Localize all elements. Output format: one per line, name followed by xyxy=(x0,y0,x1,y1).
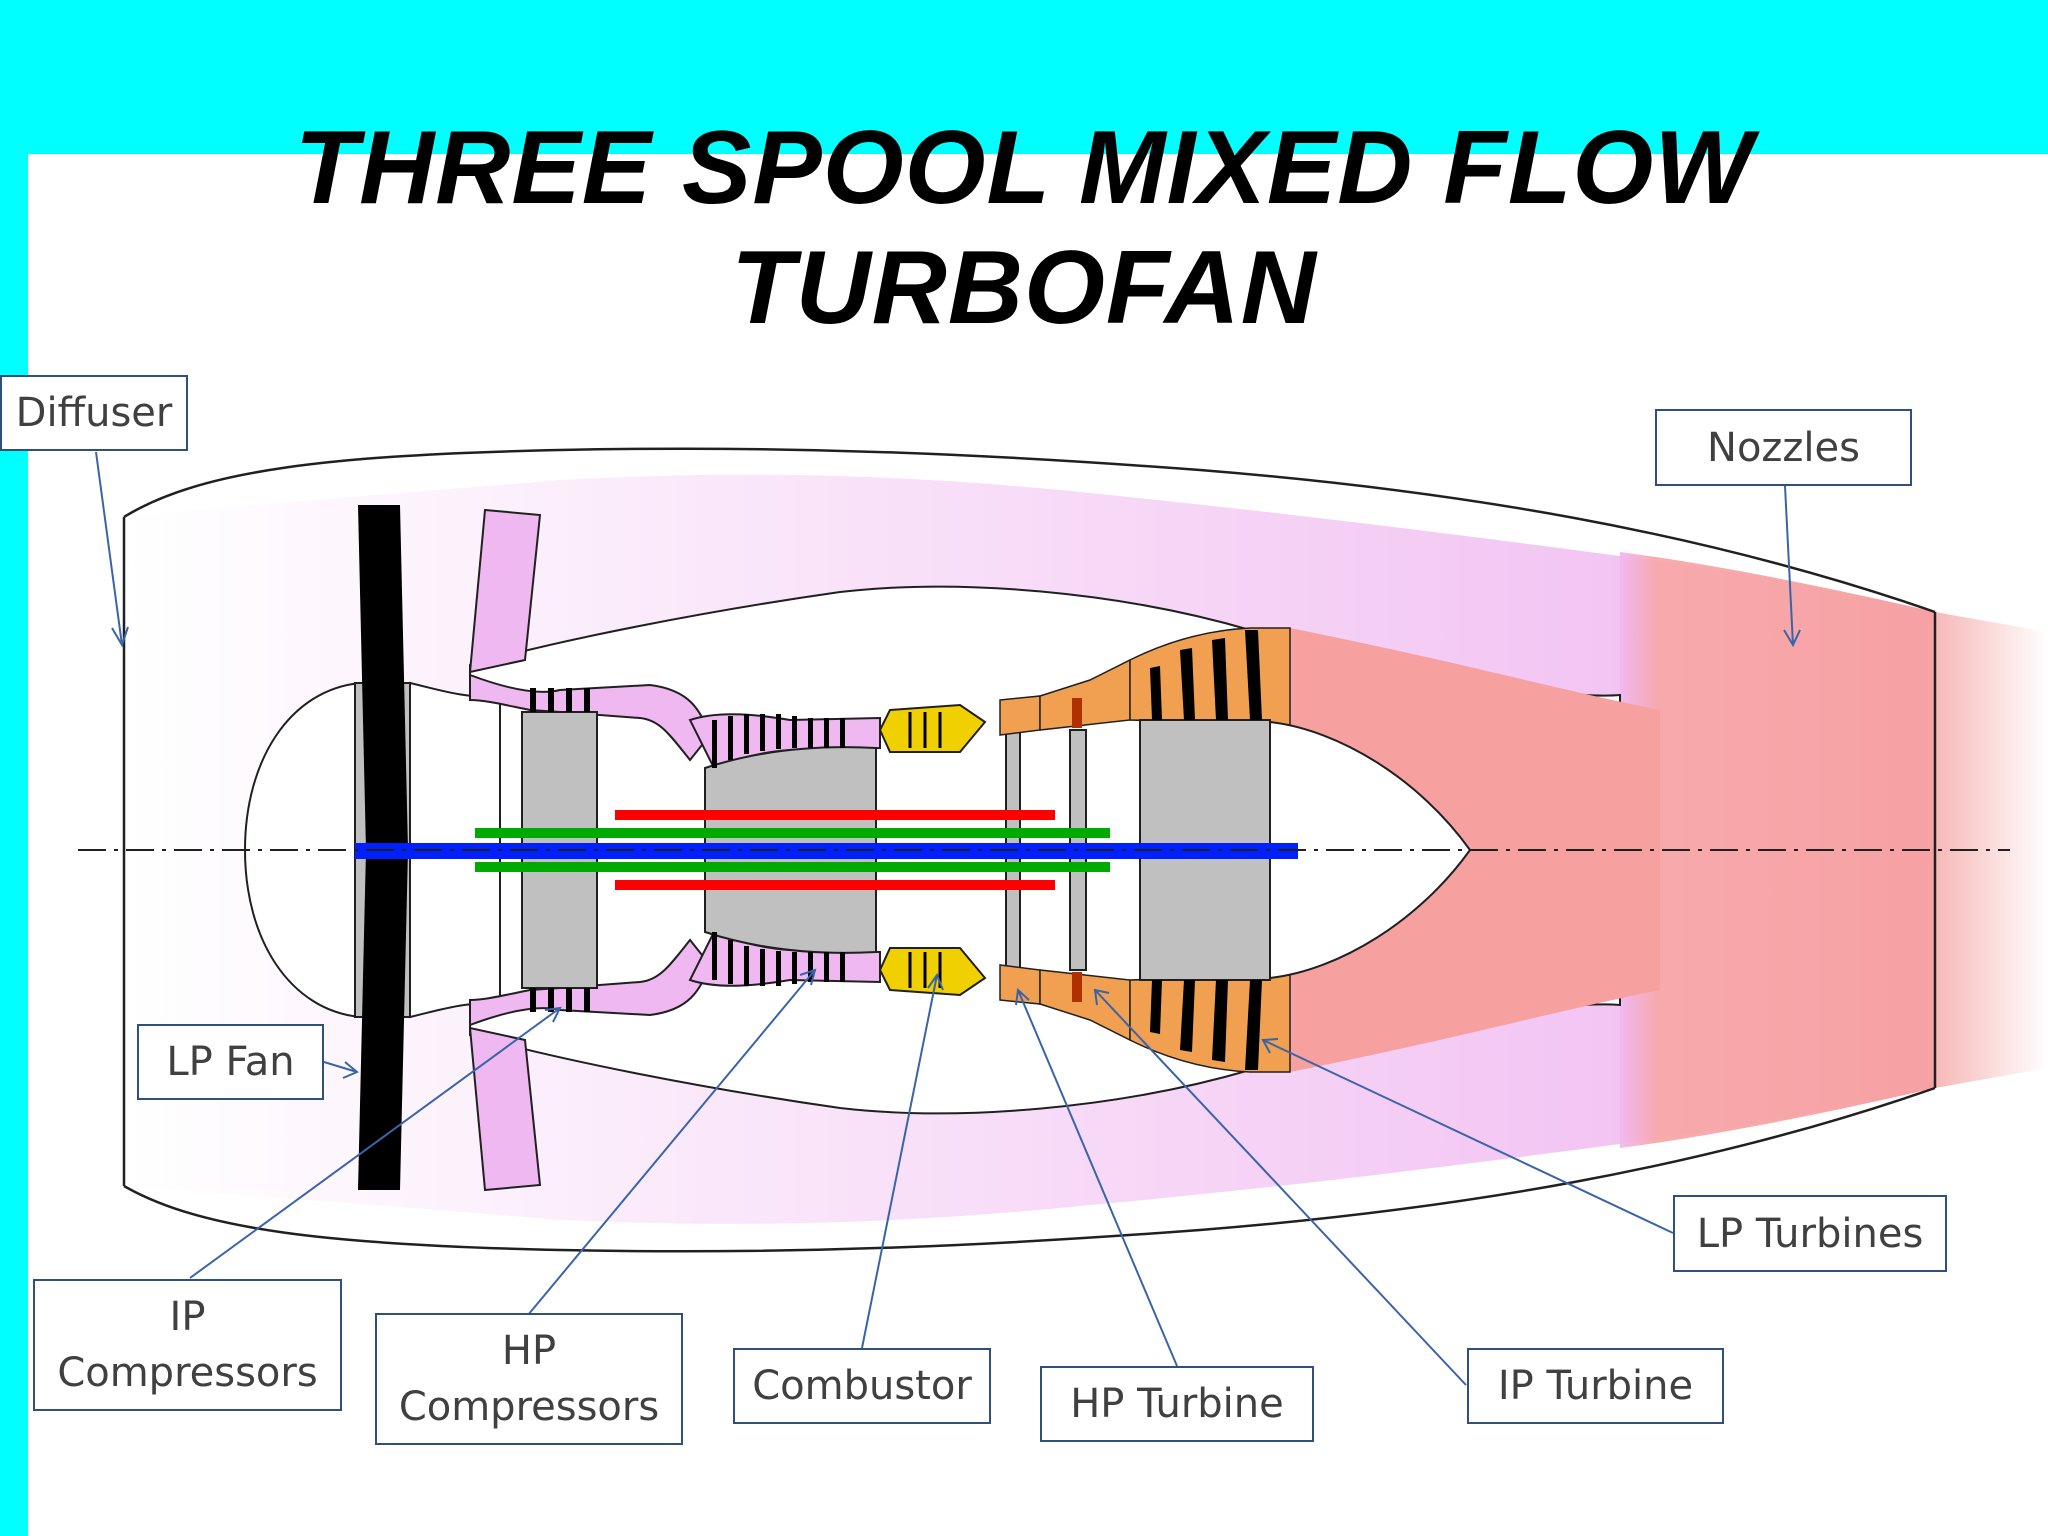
label-hp-compressors-line1: HP xyxy=(501,1328,557,1374)
title-line-1: THREE SPOOL MIXED FLOW xyxy=(294,110,1754,226)
title-line-2: TURBOFAN xyxy=(731,230,1317,346)
label-combustor: Combustor xyxy=(733,1348,991,1424)
label-hp-turbine-text: HP Turbine xyxy=(1070,1381,1284,1427)
ip-shaft-top xyxy=(475,828,1110,838)
leader-lines xyxy=(95,451,1801,1386)
nacelle-outline xyxy=(122,447,1937,1253)
label-ip-compressors: IP Compressors xyxy=(33,1279,342,1411)
label-diffuser: Diffuser xyxy=(0,375,188,451)
page-title: THREE SPOOL MIXED FLOW TURBOFAN xyxy=(0,108,2048,348)
label-combustor-text: Combustor xyxy=(752,1363,972,1409)
label-lp-turbines: LP Turbines xyxy=(1673,1195,1947,1272)
label-hp-compressors: HP Compressors xyxy=(375,1313,683,1445)
exhaust-plume xyxy=(1935,612,2048,1088)
label-nozzles: Nozzles xyxy=(1655,409,1912,486)
label-ip-turbine: IP Turbine xyxy=(1467,1348,1724,1424)
ip-shaft-bottom xyxy=(475,862,1110,872)
hp-shaft-top xyxy=(615,810,1055,820)
combustor-bottom xyxy=(878,947,987,997)
hp-shaft-bottom xyxy=(615,880,1055,890)
hp-compressor-blades xyxy=(712,714,845,986)
label-hp-compressors-line2: Compressors xyxy=(398,1384,660,1430)
label-lp-fan: LP Fan xyxy=(137,1024,324,1100)
label-lp-turbines-text: LP Turbines xyxy=(1696,1210,1924,1257)
label-diffuser-text: Diffuser xyxy=(15,390,173,436)
label-ip-compressors-line1: IP xyxy=(169,1294,206,1340)
label-hp-turbine: HP Turbine xyxy=(1040,1366,1314,1442)
ip-compressor-blades xyxy=(530,688,590,1012)
label-nozzles-text: Nozzles xyxy=(1707,424,1860,471)
lp-shaft xyxy=(355,843,1298,859)
tail-cone xyxy=(1269,720,1472,980)
label-ip-turbine-text: IP Turbine xyxy=(1497,1363,1694,1409)
label-lp-fan-text: LP Fan xyxy=(166,1039,295,1085)
label-ip-compressors-line2: Compressors xyxy=(57,1350,318,1396)
combustor-top xyxy=(878,703,987,753)
